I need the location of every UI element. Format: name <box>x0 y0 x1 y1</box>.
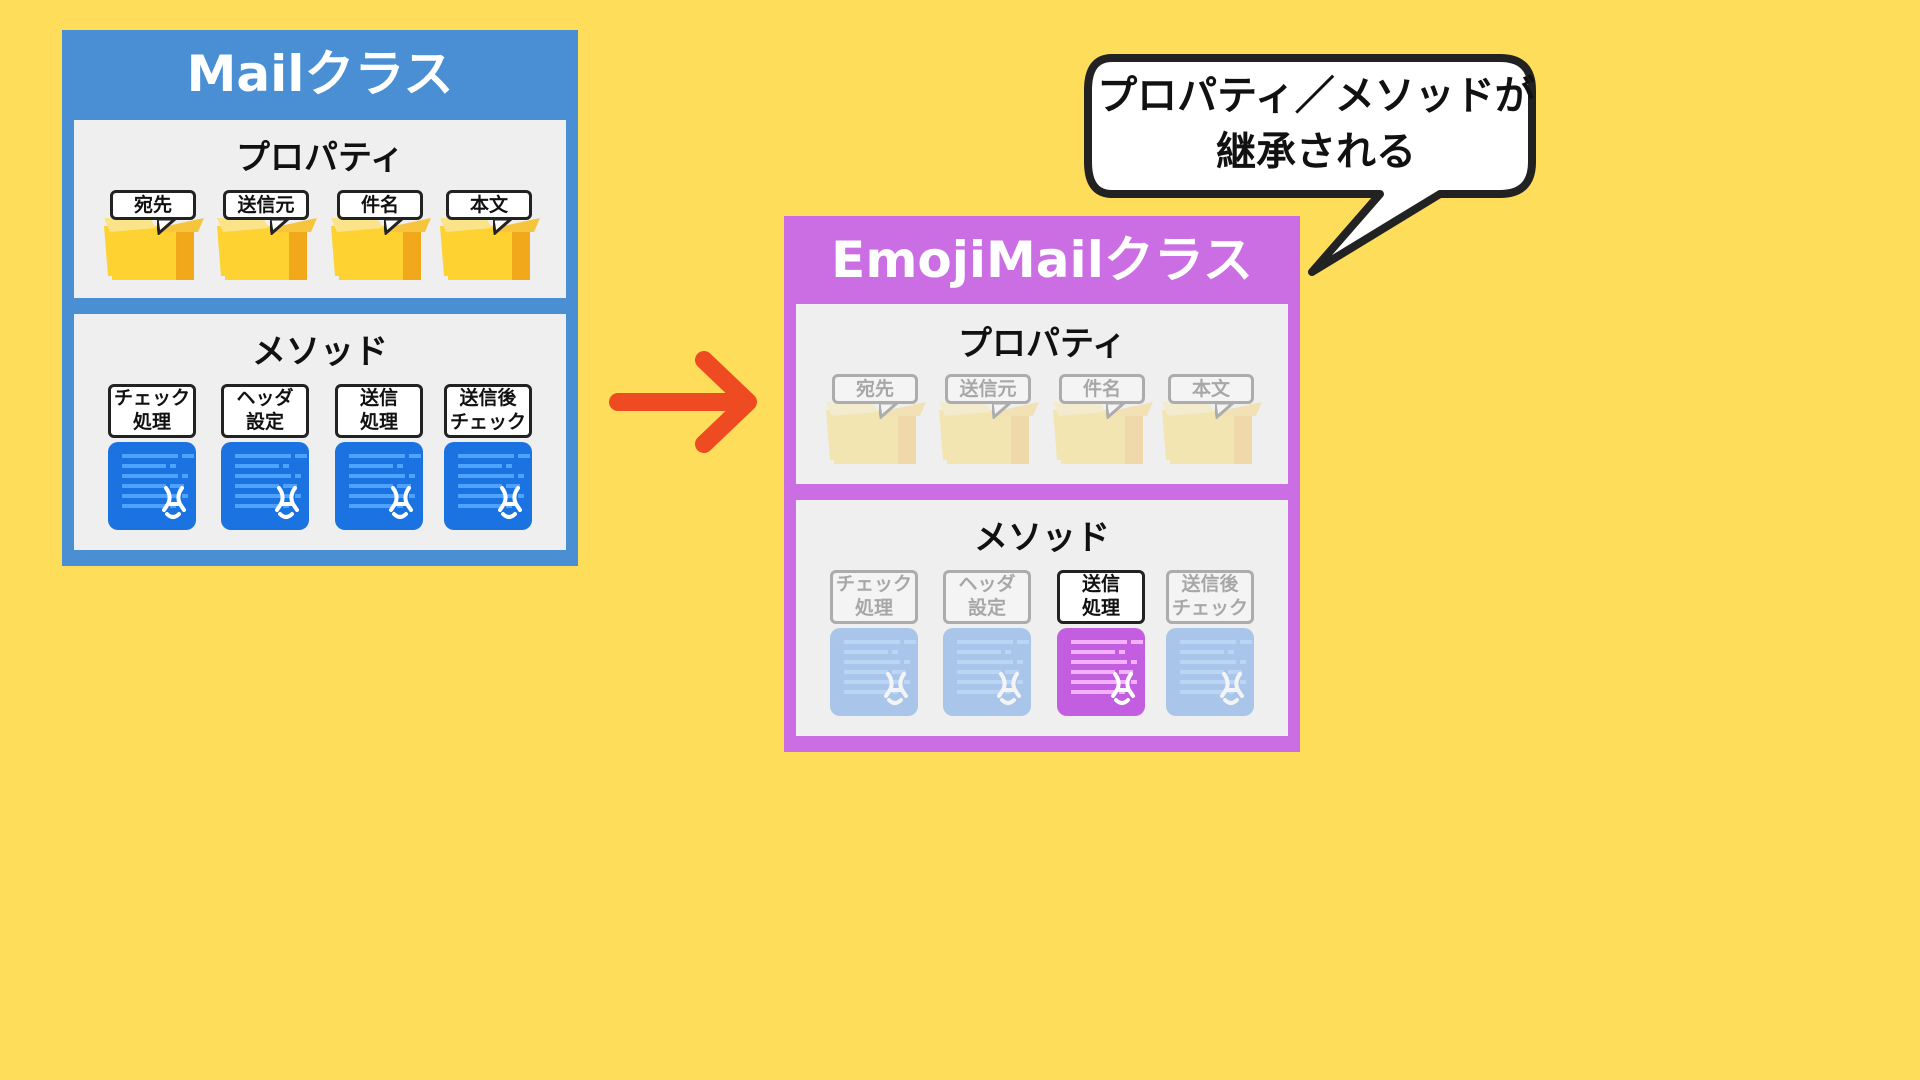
code-document-icon <box>108 442 196 530</box>
cardboard-box-icon <box>1053 402 1153 476</box>
emojimail-property-item: 件名 <box>1053 374 1153 466</box>
code-document-icon <box>1057 628 1145 716</box>
mail-method-label: ヘッダ 設定 <box>221 384 309 438</box>
mail-class-panel: Mailクラス プロパティ 宛先 送信元 件名 本文 メソッド チェック 処理 … <box>62 30 578 566</box>
emojimail-method-label: 送信 処理 <box>1057 570 1145 624</box>
emojimail-method-item: チェック 処理 <box>830 570 918 716</box>
callout-line-1: プロパティ／メソッドが <box>1097 73 1535 119</box>
emojimail-property-label: 件名 <box>1059 374 1145 420</box>
code-document-icon <box>1166 628 1254 716</box>
emojimail-methods-section: メソッド チェック 処理 ヘッダ 設定 送信 処理 送信後 チェック <box>796 500 1288 736</box>
cardboard-box-icon <box>104 218 204 292</box>
mail-property-label: 本文 <box>446 190 532 236</box>
right-arrow-icon <box>609 351 757 453</box>
mail-method-item: 送信後 チェック <box>444 384 532 530</box>
mail-property-item: 件名 <box>331 190 431 282</box>
emojimail-method-label: チェック 処理 <box>830 570 918 624</box>
mail-property-item: 宛先 <box>104 190 204 282</box>
code-document-icon <box>221 442 309 530</box>
emojimail-class-panel: EmojiMailクラス プロパティ 宛先 送信元 件名 本文 メソッド チェッ… <box>784 216 1300 752</box>
emojimail-methods-title: メソッド <box>974 518 1110 558</box>
code-document-icon <box>830 628 918 716</box>
cardboard-box-icon <box>1162 402 1262 476</box>
mail-properties-section: プロパティ 宛先 送信元 件名 本文 <box>74 120 566 298</box>
cardboard-box-icon <box>217 218 317 292</box>
emojimail-property-label: 宛先 <box>832 374 918 420</box>
mail-method-label: チェック 処理 <box>108 384 196 438</box>
mail-property-label: 件名 <box>337 190 423 236</box>
cardboard-box-icon <box>440 218 540 292</box>
code-document-icon <box>444 442 532 530</box>
mail-property-label: 送信元 <box>223 190 309 236</box>
mail-property-item: 送信元 <box>217 190 317 282</box>
speech-bubble <box>1084 54 1536 276</box>
emojimail-method-item: 送信 処理 <box>1057 570 1145 716</box>
mail-property-item: 本文 <box>440 190 540 282</box>
mail-methods-title: メソッド <box>252 332 388 372</box>
mail-method-item: チェック 処理 <box>108 384 196 530</box>
callout-text: プロパティ／メソッドが 継承される <box>1090 68 1542 180</box>
mail-method-item: ヘッダ 設定 <box>221 384 309 530</box>
emojimail-method-label: 送信後 チェック <box>1166 570 1254 624</box>
emojimail-property-label: 送信元 <box>945 374 1031 420</box>
mail-methods-section: メソッド チェック 処理 ヘッダ 設定 送信 処理 送信後 チェック <box>74 314 566 550</box>
cardboard-box-icon <box>939 402 1039 476</box>
emojimail-method-item: 送信後 チェック <box>1166 570 1254 716</box>
emojimail-property-item: 送信元 <box>939 374 1039 466</box>
emojimail-property-item: 本文 <box>1162 374 1262 466</box>
emojimail-method-item: ヘッダ 設定 <box>943 570 1031 716</box>
mail-method-item: 送信 処理 <box>335 384 423 530</box>
code-document-icon <box>335 442 423 530</box>
cardboard-box-icon <box>826 402 926 476</box>
mail-method-label: 送信後 チェック <box>444 384 532 438</box>
emojimail-property-item: 宛先 <box>826 374 926 466</box>
mail-method-label: 送信 処理 <box>335 384 423 438</box>
emojimail-properties-title: プロパティ <box>958 324 1126 364</box>
mail-properties-title: プロパティ <box>236 138 404 178</box>
cardboard-box-icon <box>331 218 431 292</box>
code-document-icon <box>943 628 1031 716</box>
callout-line-2: 継承される <box>1216 129 1416 175</box>
emojimail-class-title: EmojiMailクラス <box>831 231 1253 289</box>
emojimail-property-label: 本文 <box>1168 374 1254 420</box>
mail-class-title: Mailクラス <box>186 45 454 103</box>
emojimail-method-label: ヘッダ 設定 <box>943 570 1031 624</box>
emojimail-properties-section: プロパティ 宛先 送信元 件名 本文 <box>796 304 1288 484</box>
mail-property-label: 宛先 <box>110 190 196 236</box>
